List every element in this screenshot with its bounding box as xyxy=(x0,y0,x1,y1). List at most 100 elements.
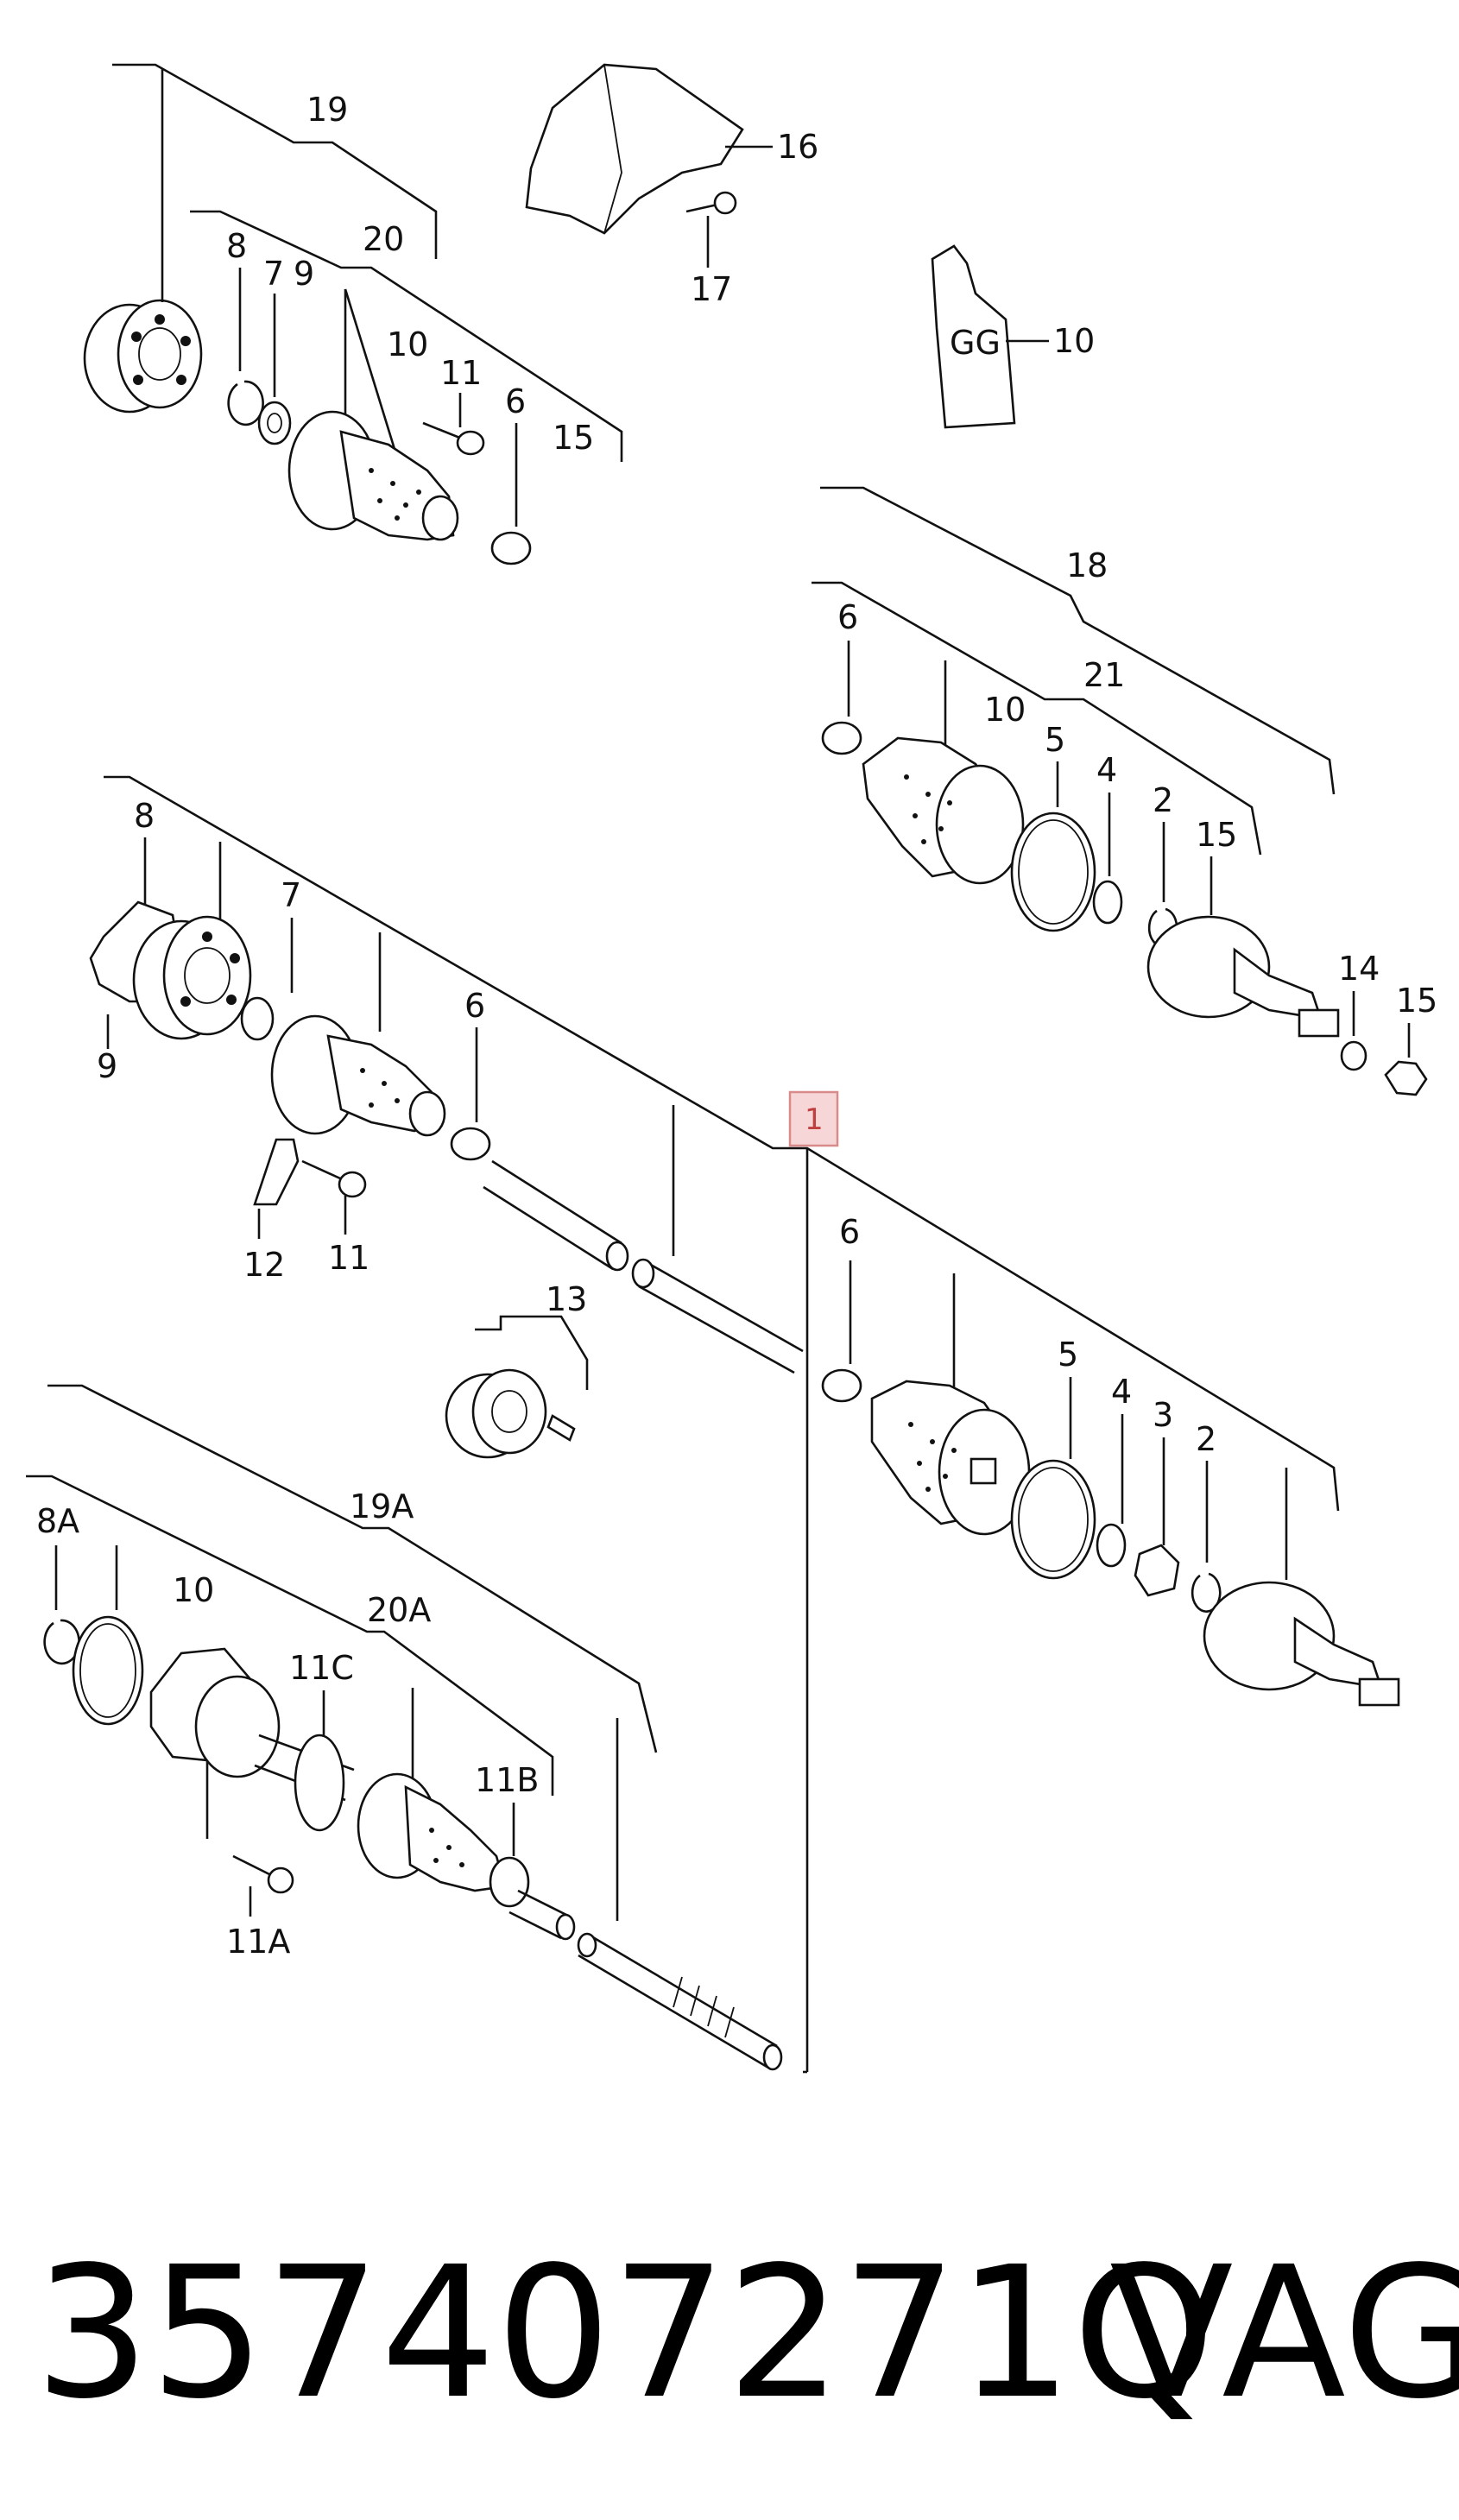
callout-10-grease: 10 xyxy=(1053,322,1095,360)
shaft-main xyxy=(483,1159,804,1374)
washer-14 xyxy=(1340,1040,1367,1071)
joint-15-right xyxy=(1146,915,1340,1038)
grease-tube: GG 10 xyxy=(931,244,1095,429)
callout-5-main: 5 xyxy=(1058,1336,1078,1374)
heat-shield-group: 16 17 xyxy=(525,63,818,308)
grease-tube-label: GG xyxy=(950,324,1001,362)
callout-3: 3 xyxy=(1153,1396,1173,1434)
callout-19A: 19A xyxy=(350,1487,414,1525)
part-number: 357407271Q xyxy=(35,2227,1216,2439)
shaft-bottom xyxy=(577,1932,783,2071)
callout-10-bottom: 10 xyxy=(173,1571,214,1609)
callout-13: 13 xyxy=(546,1280,587,1318)
bracket-21 xyxy=(812,581,1262,856)
callout-7-main: 7 xyxy=(281,876,301,914)
callout-11-top: 11 xyxy=(440,354,482,392)
bracket-1 xyxy=(104,775,1340,1512)
clamp-11C xyxy=(294,1734,345,1832)
damper-13 xyxy=(445,1368,576,1459)
group-18-21: 18 21 6 10 5 4 2 15 14 xyxy=(812,486,1437,1096)
bracket-19A xyxy=(47,1384,658,1753)
callout-19: 19 xyxy=(306,91,348,129)
boot-bottom xyxy=(357,1772,507,1892)
heat-shield-16 xyxy=(525,63,744,235)
callout-18: 18 xyxy=(1066,546,1108,584)
clamp-6-main-right xyxy=(821,1368,862,1403)
bolt-11A xyxy=(232,1854,294,1894)
callout-21: 21 xyxy=(1083,656,1125,694)
callout-8A: 8A xyxy=(36,1502,79,1540)
callout-5-right: 5 xyxy=(1045,721,1065,759)
bracket-20A xyxy=(26,1475,554,1796)
inner-joint-bottom xyxy=(149,1647,355,1802)
boot-10-top xyxy=(287,410,459,541)
callout-10-top: 10 xyxy=(387,325,428,363)
washer-7-top xyxy=(257,401,292,445)
callout-6-top: 6 xyxy=(505,382,526,420)
main-driveshaft: 1 8 9 7 6 xyxy=(89,775,1400,2074)
callout-14: 14 xyxy=(1338,950,1380,988)
flange-19 xyxy=(83,299,203,414)
boot-10-right xyxy=(862,736,1025,885)
bracket-18 xyxy=(820,486,1336,795)
callout-15-nut: 15 xyxy=(1396,982,1437,1020)
bolt-11-top xyxy=(422,421,485,456)
washer-4-main xyxy=(1096,1523,1127,1568)
circlip-8-top xyxy=(227,380,264,426)
callout-11A: 11A xyxy=(226,1923,290,1961)
callout-8-top: 8 xyxy=(226,227,247,265)
clamp-5-main xyxy=(1010,1459,1096,1580)
group-19A-20A: 19A 20A 8A 10 11C 11B xyxy=(26,1384,783,2071)
callout-7-top: 7 xyxy=(263,255,284,293)
bracket-19 xyxy=(112,63,438,259)
clamp-6-right xyxy=(821,721,862,755)
bolt-11-main xyxy=(301,1159,367,1198)
callout-9-top: 9 xyxy=(294,255,314,293)
flange-main xyxy=(132,915,252,1040)
bracket-20 xyxy=(190,210,623,462)
callout-2-main: 2 xyxy=(1196,1420,1216,1458)
bracket-12 xyxy=(253,1138,300,1206)
callout-16: 16 xyxy=(777,128,818,166)
callout-4-right: 4 xyxy=(1096,751,1117,789)
clamp-5-right xyxy=(1010,812,1096,932)
nut-15 xyxy=(1384,1060,1428,1096)
boot-main-right xyxy=(870,1380,1031,1536)
callout-10-right: 10 xyxy=(984,691,1026,729)
callout-11C: 11C xyxy=(289,1649,354,1687)
circlip-8A xyxy=(43,1619,80,1665)
clamp-10-bottom xyxy=(72,1615,144,1726)
circlip-2-main xyxy=(1191,1572,1222,1613)
callout-1: 1 xyxy=(805,1102,824,1137)
washer-4-right xyxy=(1092,880,1123,925)
callout-15-top: 15 xyxy=(553,419,594,457)
clamp-6-top xyxy=(490,531,532,565)
clamp-6-main xyxy=(450,1127,491,1161)
callout-2-right: 2 xyxy=(1153,781,1173,819)
boot-main-left xyxy=(270,1014,446,1137)
group-19-20: 19 20 8 7 9 10 xyxy=(83,63,623,565)
bolt-17 xyxy=(685,191,737,215)
callout-11B: 11B xyxy=(475,1761,539,1799)
callout-12: 12 xyxy=(243,1246,285,1284)
washer-7-main xyxy=(240,996,275,1041)
callout-15-right: 15 xyxy=(1196,816,1237,854)
callout-17: 17 xyxy=(691,270,732,308)
highlight-box-1 xyxy=(788,1090,839,1147)
brand: VAG xyxy=(1109,2227,1459,2439)
callout-4-main: 4 xyxy=(1111,1373,1132,1411)
callout-20A: 20A xyxy=(367,1591,431,1629)
callout-6-main: 6 xyxy=(464,987,485,1025)
joint-main-outer xyxy=(1203,1581,1400,1707)
footer: 357407271Q VAG xyxy=(35,2227,1459,2439)
callout-9-main: 9 xyxy=(97,1047,117,1085)
spacer-3 xyxy=(1134,1544,1180,1597)
callout-20: 20 xyxy=(363,220,404,258)
bracket-13 xyxy=(475,1315,589,1390)
callout-11-main: 11 xyxy=(328,1239,369,1277)
callout-6-main-right: 6 xyxy=(839,1213,860,1251)
callout-8-main: 8 xyxy=(134,797,155,835)
callout-6-right: 6 xyxy=(837,598,858,636)
clamp-11B xyxy=(489,1856,530,1908)
